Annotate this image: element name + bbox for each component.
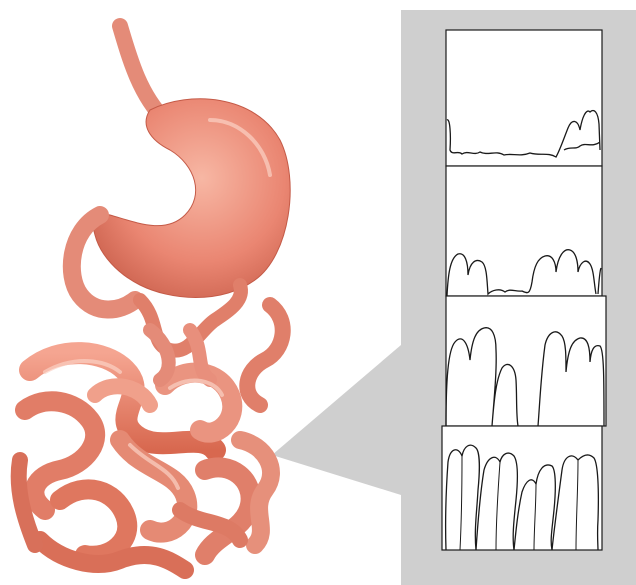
villi-panel-2 <box>446 166 602 296</box>
small-intestine <box>19 305 283 570</box>
villi-panel-1 <box>446 30 602 166</box>
villi-panels <box>442 30 606 550</box>
digestive-organs-illustration <box>19 26 291 570</box>
zoom-wedge <box>272 345 401 495</box>
villi-panel-3 <box>446 296 606 426</box>
stomach <box>94 99 291 298</box>
